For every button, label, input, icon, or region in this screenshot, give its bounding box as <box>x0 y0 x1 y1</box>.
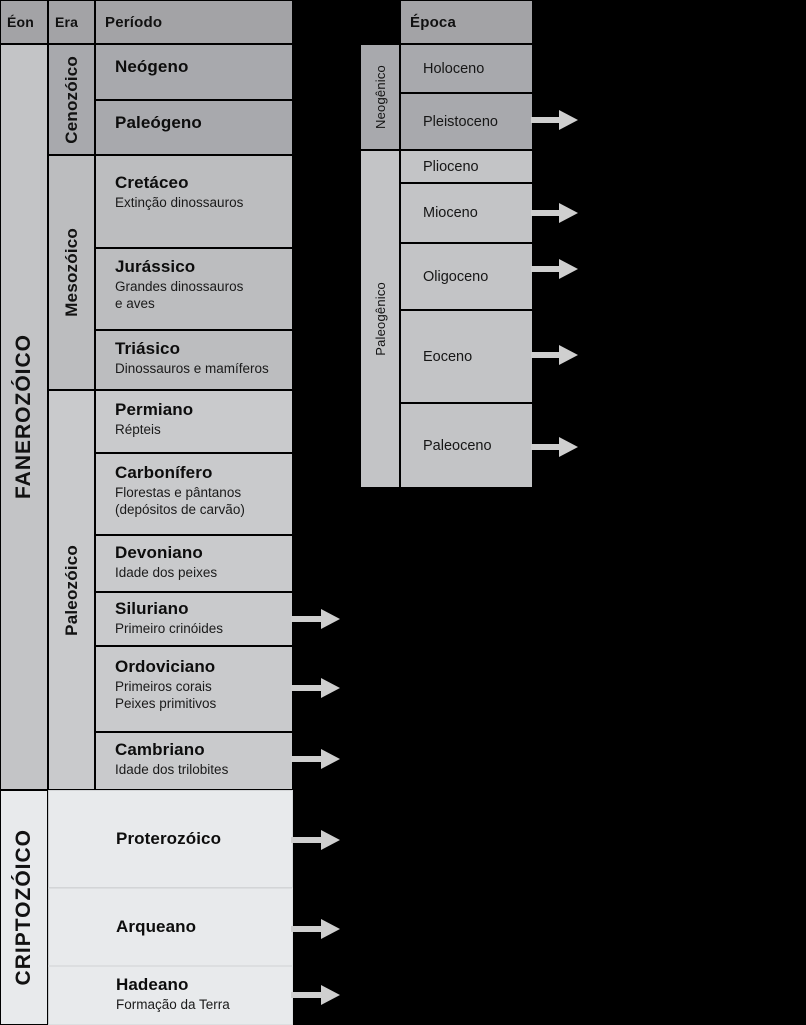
epoch-mioceno-name: Mioceno <box>423 205 478 221</box>
arrow-hadeano <box>291 985 340 1005</box>
period-siluriano: Siluriano Primeiro crinóides <box>95 592 293 646</box>
subperiod-neogenico-label: Neogênico <box>372 65 388 129</box>
header-epoch: Época <box>400 0 533 44</box>
period-devoniano-desc: Idade dos peixes <box>115 565 218 581</box>
era-mesozoico: Mesozóico <box>48 155 95 390</box>
period-ordoviciano-name: Ordoviciano <box>115 657 216 676</box>
period-devoniano-name: Devoniano <box>115 543 203 562</box>
header-era: Era <box>48 0 95 44</box>
period-ordoviciano: Ordoviciano Primeiros corais Peixes prim… <box>95 646 293 732</box>
period-permiano: Permiano Répteis <box>95 390 293 453</box>
period-cretaceo: Cretáceo Extinção dinossauros <box>95 155 293 248</box>
epoch-holoceno: Holoceno <box>400 44 533 93</box>
header-era-label: Era <box>55 14 79 30</box>
epoch-eoceno-name: Eoceno <box>423 348 473 365</box>
period-carbonifero-desc: Florestas e pântanos (depósitos de carvã… <box>115 485 245 518</box>
period-permiano-name: Permiano <box>115 400 194 419</box>
arrow-cambriano <box>291 749 340 769</box>
period-triasico: Triásico Dinossauros e mamíferos <box>95 330 293 390</box>
epoch-plioceno-name: Plioceno <box>423 158 479 175</box>
era-mesozoico-label: Mesozóico <box>61 228 81 317</box>
period-arqueano: Arqueano <box>48 888 293 966</box>
header-epoch-label: Época <box>410 13 457 31</box>
arrow-proterozoico <box>291 830 340 850</box>
period-hadeano-name: Hadeano <box>116 975 189 994</box>
period-neogeno: Neógeno <box>95 44 293 100</box>
header-eon: Éon <box>0 0 48 44</box>
period-cretaceo-name: Cretáceo <box>115 173 189 192</box>
epoch-mioceno: Mioceno <box>400 183 533 243</box>
subperiod-paleogenico: Paleogênico <box>360 150 400 488</box>
period-hadeano-desc: Formação da Terra <box>116 997 230 1013</box>
period-cretaceo-desc: Extinção dinossauros <box>115 195 244 211</box>
eon-fanerozoico: FANEROZÓICO <box>0 44 48 790</box>
period-cambriano-desc: Idade dos trilobites <box>115 762 229 778</box>
epoch-plioceno: Plioceno <box>400 150 533 183</box>
arrow-arqueano <box>291 919 340 939</box>
period-triasico-name: Triásico <box>115 339 181 358</box>
arrow-ordoviciano <box>291 678 340 698</box>
header-eon-label: Éon <box>7 14 35 30</box>
subperiod-neogenico: Neogênico <box>360 44 400 150</box>
eon-criptozoico-label: CRIPTOZÓICO <box>12 829 35 986</box>
header-period-label: Período <box>105 13 163 31</box>
period-permiano-desc: Répteis <box>115 422 161 438</box>
period-proterozoico: Proterozóico <box>48 790 293 888</box>
period-siluriano-name: Siluriano <box>115 599 189 618</box>
period-proterozoico-name: Proterozóico <box>116 829 222 849</box>
period-devoniano: Devoniano Idade dos peixes <box>95 535 293 592</box>
eon-fanerozoico-label: FANEROZÓICO <box>12 334 35 500</box>
arrow-paleoceno <box>531 437 578 457</box>
arrow-oligoceno <box>531 259 578 279</box>
period-cambriano-name: Cambriano <box>115 740 205 759</box>
arrow-eoceno <box>531 345 578 365</box>
period-hadeano: Hadeano Formação da Terra <box>48 966 293 1025</box>
era-cenozoico-label: Cenozóico <box>61 55 81 144</box>
arrow-mioceno <box>531 203 578 223</box>
period-cambriano: Cambriano Idade dos trilobites <box>95 732 293 790</box>
period-jurassico-desc: Grandes dinossauros e aves <box>115 279 244 312</box>
subperiod-paleogenico-label: Paleogênico <box>372 282 388 356</box>
epoch-paleoceno: Paleoceno <box>400 403 533 488</box>
header-period: Período <box>95 0 293 44</box>
period-jurassico-name: Jurássico <box>115 257 196 276</box>
period-carbonifero: Carbonífero Florestas e pântanos (depósi… <box>95 453 293 535</box>
epoch-pleistoceno: Pleistoceno <box>400 93 533 150</box>
period-siluriano-desc: Primeiro crinóides <box>115 621 224 637</box>
arrow-siluriano <box>291 609 340 629</box>
epoch-eoceno: Eoceno <box>400 310 533 403</box>
era-cenozoico: Cenozóico <box>48 44 95 155</box>
period-ordoviciano-desc: Primeiros corais Peixes primitivos <box>115 679 217 712</box>
epoch-oligoceno-name: Oligoceno <box>423 268 489 285</box>
epoch-oligoceno: Oligoceno <box>400 243 533 310</box>
period-paleogeno: Paleógeno <box>95 100 293 155</box>
era-paleozoico: Paleozóico <box>48 390 95 790</box>
eon-criptozoico: CRIPTOZÓICO <box>0 790 48 1025</box>
period-arqueano-name: Arqueano <box>116 917 197 937</box>
period-paleogeno-name: Paleógeno <box>115 113 202 132</box>
period-carbonifero-name: Carbonífero <box>115 463 213 482</box>
epoch-holoceno-name: Holoceno <box>423 60 485 77</box>
period-neogeno-name: Neógeno <box>115 57 189 76</box>
epoch-paleoceno-name: Paleoceno <box>423 437 492 454</box>
period-triasico-desc: Dinossauros e mamíferos <box>115 361 269 377</box>
arrow-pleistoceno <box>531 110 578 130</box>
period-jurassico: Jurássico Grandes dinossauros e aves <box>95 248 293 330</box>
epoch-pleistoceno-name: Pleistoceno <box>423 113 498 130</box>
era-paleozoico-label: Paleozóico <box>61 544 81 636</box>
